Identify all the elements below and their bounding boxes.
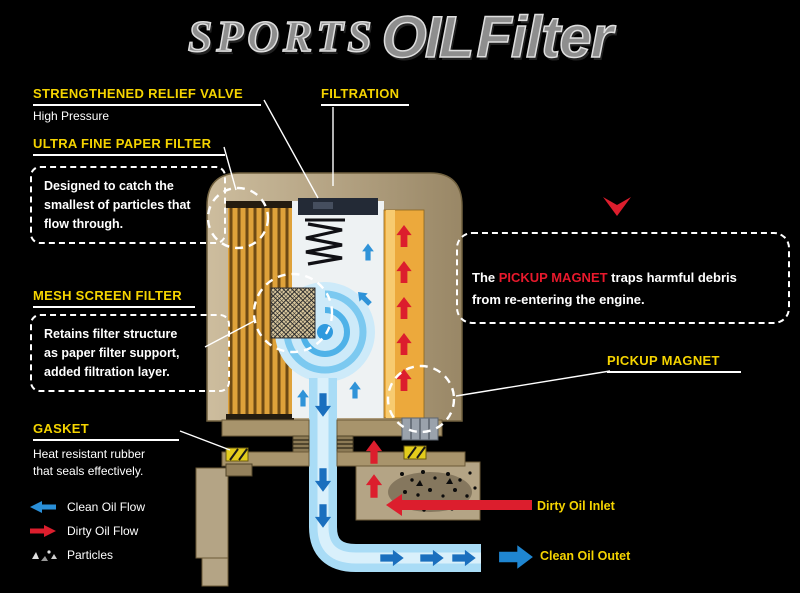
legend-clean-label: Clean Oil Flow — [67, 500, 146, 514]
relief-valve-spring — [298, 198, 378, 266]
relief-valve-heading: STRENGTHENED RELIEF VALVE — [33, 86, 261, 106]
legend-dirty-label: Dirty Oil Flow — [67, 524, 139, 538]
mesh-screen — [270, 287, 316, 339]
red-down-marker-icon — [603, 197, 631, 216]
pickup-magnet-note-box: The PICKUP MAGNET traps harmful debris f… — [456, 232, 790, 325]
paper-filter-heading: ULTRA FINE PAPER FILTER — [33, 136, 225, 156]
gasket-rings — [225, 445, 427, 462]
pickup-magnet-heading: PICKUP MAGNET — [607, 353, 741, 373]
note-text-highlight: PICKUP MAGNET — [498, 270, 608, 286]
relief-valve-subtext: High Pressure — [33, 109, 110, 123]
particles-icon — [32, 550, 57, 561]
title-oil: OIL — [381, 4, 475, 71]
paper-filter-description-box: Designed to catch the smallest of partic… — [30, 166, 226, 245]
mesh-filter-heading: MESH SCREEN FILTER — [33, 288, 195, 308]
clean-oil-arrow-icon — [30, 501, 56, 513]
mesh-filter-description-box: Retains filter structure as paper filter… — [30, 314, 230, 393]
pickup-magnet-part — [401, 417, 439, 441]
clean-oil-outlet-label: Clean Oil Outet — [540, 549, 631, 563]
dirty-oil-inlet-label: Dirty Oil Inlet — [537, 499, 615, 513]
dirty-oil-flow-arrows — [365, 224, 532, 516]
highlight-circles — [206, 186, 456, 434]
dirty-oil-arrow-icon — [30, 525, 56, 537]
legend-particles-label: Particles — [67, 548, 114, 562]
legend-item-clean-oil: Clean Oil Flow — [28, 500, 145, 514]
gasket-description: Heat resistant rubber that seals effecti… — [33, 447, 146, 478]
clean-oil-outlet-arrow — [499, 545, 533, 569]
note-text-pre: The — [472, 270, 499, 286]
legend-item-dirty-oil: Dirty Oil Flow — [28, 524, 138, 538]
note-text-post: traps harmful debris from re-entering th… — [472, 270, 737, 308]
leader-lines — [179, 99, 611, 451]
legend-item-particles: Particles — [28, 548, 113, 562]
title-filter: Filter — [476, 4, 614, 71]
title-sports: SPORTS — [187, 11, 376, 62]
dirty-oil-inlet-arrow — [386, 494, 532, 516]
gasket-heading: GASKET — [33, 421, 179, 441]
filtration-heading: FILTRATION — [321, 86, 409, 106]
